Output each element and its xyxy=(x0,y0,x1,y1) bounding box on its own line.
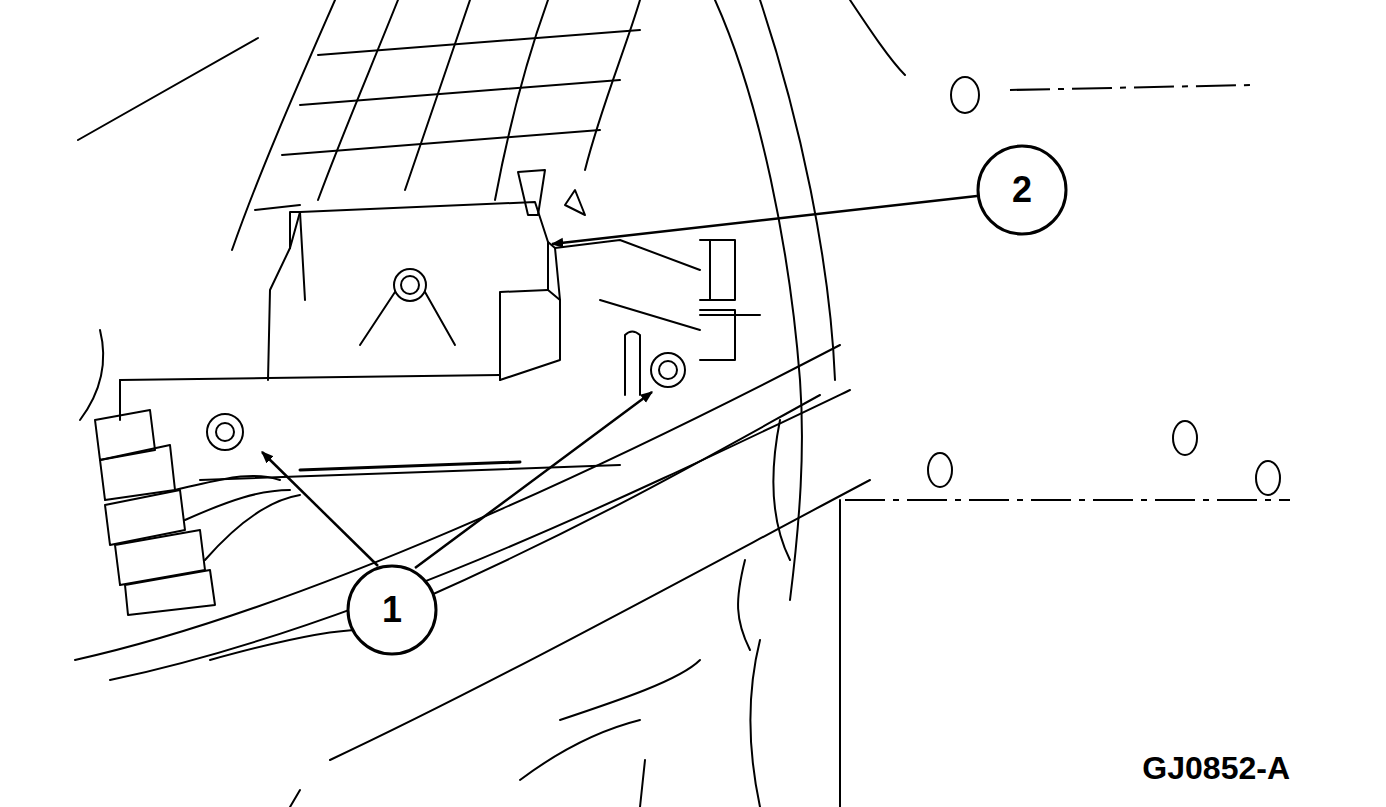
panel-detail xyxy=(845,77,1290,500)
leader-lines xyxy=(262,196,977,568)
callout-circle xyxy=(978,146,1066,234)
figure-code: GJ0852-A xyxy=(1142,752,1290,784)
callout-circle xyxy=(348,566,436,654)
vehicle-structure xyxy=(75,0,905,807)
callout-circles xyxy=(348,146,1066,654)
callout-number: 2 xyxy=(1012,172,1032,208)
callout-number: 1 xyxy=(382,592,402,628)
